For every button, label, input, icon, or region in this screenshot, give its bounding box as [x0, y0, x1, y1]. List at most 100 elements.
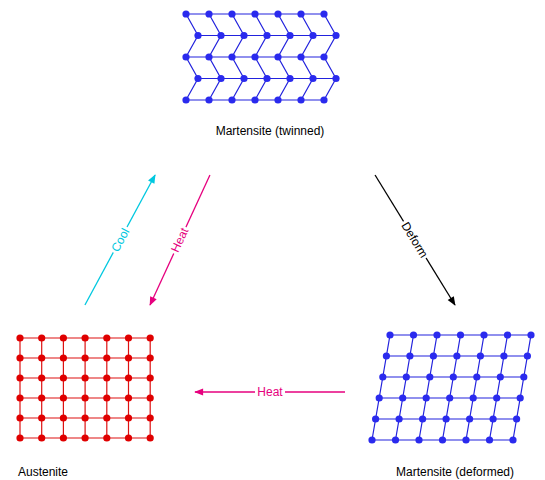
lattice-bond [128, 338, 129, 438]
lattice-atom [147, 394, 154, 401]
lattice-atom [372, 415, 379, 422]
lattice-atom [274, 53, 281, 60]
lattice-atom [103, 354, 110, 361]
lattice-atom [406, 352, 413, 359]
lattice-atom [297, 10, 304, 17]
lattice-atom [82, 354, 89, 361]
lattice-atom [415, 436, 422, 443]
transition-arrow [375, 175, 455, 305]
lattice-atom [125, 414, 132, 421]
lattice-atom [251, 53, 258, 60]
lattice-atom [38, 394, 45, 401]
lattice-atom [182, 96, 189, 103]
lattice-atom [82, 334, 89, 341]
lattice-atom [205, 10, 212, 17]
lattice-atom [60, 374, 67, 381]
lattice-atom [38, 374, 45, 381]
lattice-atom [263, 32, 270, 39]
lattice-atom [147, 354, 154, 361]
lattice-atom [453, 352, 460, 359]
deformed-martensite-lattice [368, 331, 534, 443]
lattice-atom [470, 394, 477, 401]
lattice-atom [205, 96, 212, 103]
austenite-lattice [16, 334, 153, 441]
lattice-atom [182, 10, 189, 17]
lattice-atom [103, 434, 110, 441]
lattice-atom [217, 75, 224, 82]
lattice-bond [150, 338, 151, 438]
lattice-atom [38, 434, 45, 441]
lattice-bond [372, 335, 390, 440]
lattice-atom [205, 53, 212, 60]
lattice-atom [426, 373, 433, 380]
lattice-atom [60, 434, 67, 441]
lattice-atom [423, 394, 430, 401]
lattice-atom [376, 394, 383, 401]
lattice-atom [500, 352, 507, 359]
lattice-panel: Martensite (twinned) [140, 0, 400, 175]
lattice-atom [513, 415, 520, 422]
lattice-atom [309, 32, 316, 39]
lattice-atom [286, 32, 293, 39]
lattice-atom [16, 334, 23, 341]
lattice-atom [60, 354, 67, 361]
lattice-atom [490, 415, 497, 422]
twinned-martensite-lattice [182, 10, 339, 103]
lattice-atom [433, 331, 440, 338]
lattice-atom [103, 414, 110, 421]
lattice-atom [263, 75, 270, 82]
lattice-bond [513, 335, 531, 440]
lattice-atom [82, 434, 89, 441]
lattice-atom [194, 75, 201, 82]
phase-caption: Austenite [18, 465, 68, 479]
lattice-atom [82, 394, 89, 401]
lattice-atom [368, 436, 375, 443]
lattice-atom [527, 331, 534, 338]
lattice-atom [16, 434, 23, 441]
lattice-atom [182, 53, 189, 60]
transition-label: Cool [107, 224, 133, 256]
lattice-atom [125, 374, 132, 381]
lattice-atom [517, 394, 524, 401]
lattice-atom [383, 352, 390, 359]
lattice-atom [509, 436, 516, 443]
lattice-atom [240, 32, 247, 39]
lattice-atom [16, 354, 23, 361]
lattice-bond [396, 335, 414, 440]
lattice-atom [16, 394, 23, 401]
lattice-bond [490, 335, 508, 440]
lattice-bond [41, 338, 42, 438]
lattice-bond [419, 335, 437, 440]
lattice-atom [16, 414, 23, 421]
lattice-atom [103, 394, 110, 401]
lattice-atom [217, 32, 224, 39]
lattice-atom [386, 331, 393, 338]
lattice-atom [410, 331, 417, 338]
transition-arrow [85, 175, 155, 305]
lattice-atom [251, 96, 258, 103]
lattice-atom [504, 331, 511, 338]
lattice-atom [392, 436, 399, 443]
lattice-bond [19, 338, 20, 438]
lattice-atom [274, 10, 281, 17]
lattice-atom [524, 352, 531, 359]
lattice-bond [443, 335, 461, 440]
lattice-atom [497, 373, 504, 380]
lattice-atom [297, 53, 304, 60]
lattice-atom [486, 436, 493, 443]
lattice-bond [466, 335, 484, 440]
lattice-atom [379, 373, 386, 380]
transition-label: Deform [398, 218, 433, 262]
lattice-atom [332, 75, 339, 82]
lattice-atom [125, 334, 132, 341]
lattice-atom [228, 10, 235, 17]
lattice-atom [82, 414, 89, 421]
lattice-atom [320, 53, 327, 60]
lattice-atom [332, 32, 339, 39]
lattice-atom [82, 374, 89, 381]
lattice-atom [320, 96, 327, 103]
lattice-atom [520, 373, 527, 380]
lattice-atom [147, 434, 154, 441]
lattice-atom [147, 374, 154, 381]
